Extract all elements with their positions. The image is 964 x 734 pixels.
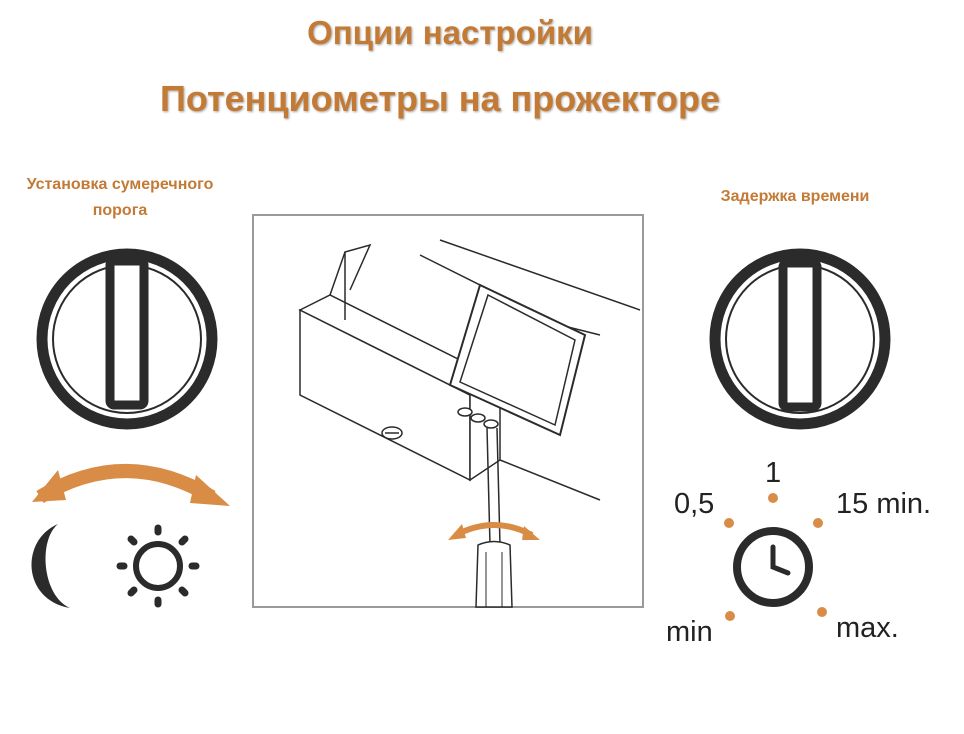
twilight-threshold-caption: Установка сумеречного порога <box>26 176 214 219</box>
scale-label-0-5: 0,5 <box>674 488 714 520</box>
sun-icon <box>116 524 200 608</box>
scale-dot-1 <box>768 493 778 503</box>
scale-dot-15 <box>813 518 823 528</box>
scale-label-1: 1 <box>765 457 781 489</box>
time-delay-caption: Задержка времени <box>720 188 870 205</box>
floodlight-illustration <box>252 214 644 608</box>
scale-label-min: min <box>666 616 713 648</box>
page-title: Опции настройки <box>307 14 593 51</box>
twilight-knob-icon[interactable] <box>36 248 218 430</box>
scale-dot-05 <box>724 518 734 528</box>
moon-icon <box>31 524 70 608</box>
scale-label-15-min: 15 min. <box>836 488 931 520</box>
time-scale: 1 0,5 15 min. min max. <box>666 457 931 648</box>
scale-dot-max <box>817 607 827 617</box>
page-subtitle: Потенциометры на прожекторе <box>160 78 720 119</box>
rotation-arrow-icon <box>32 464 230 506</box>
time-delay-knob-icon[interactable] <box>709 248 891 430</box>
scale-dot-min <box>725 611 735 621</box>
scale-label-max: max. <box>836 612 899 644</box>
